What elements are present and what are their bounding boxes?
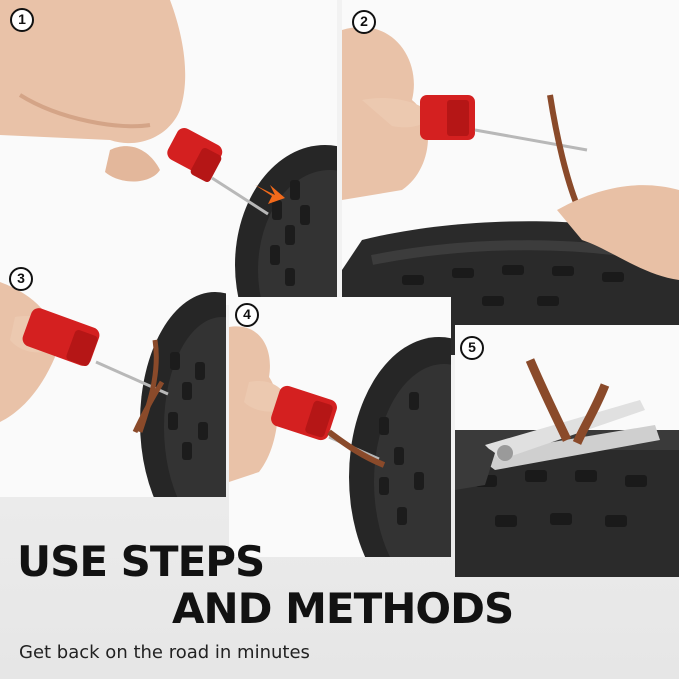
headline-line-1: USE STEPS [17,537,265,586]
step-5-panel: 5 [455,325,679,577]
step-1-panel: 1 [0,0,337,305]
tagline: Get back on the road in minutes [19,642,310,663]
headline-line-2: AND METHODS [172,584,514,633]
step-1-badge: 1 [10,8,34,32]
step-4-panel: 4 [229,297,451,557]
step-3-badge: 3 [9,267,33,291]
step-2-photo [342,0,679,355]
step-1-photo [0,0,337,305]
step-4-photo [229,297,451,557]
step-2-panel: 2 [342,0,679,355]
step-4-badge: 4 [235,303,259,327]
step-3-panel: 3 [0,262,226,497]
step-2-badge: 2 [352,10,376,34]
step-5-photo [455,325,679,577]
step-3-photo [0,262,226,497]
step-5-badge: 5 [460,336,484,360]
